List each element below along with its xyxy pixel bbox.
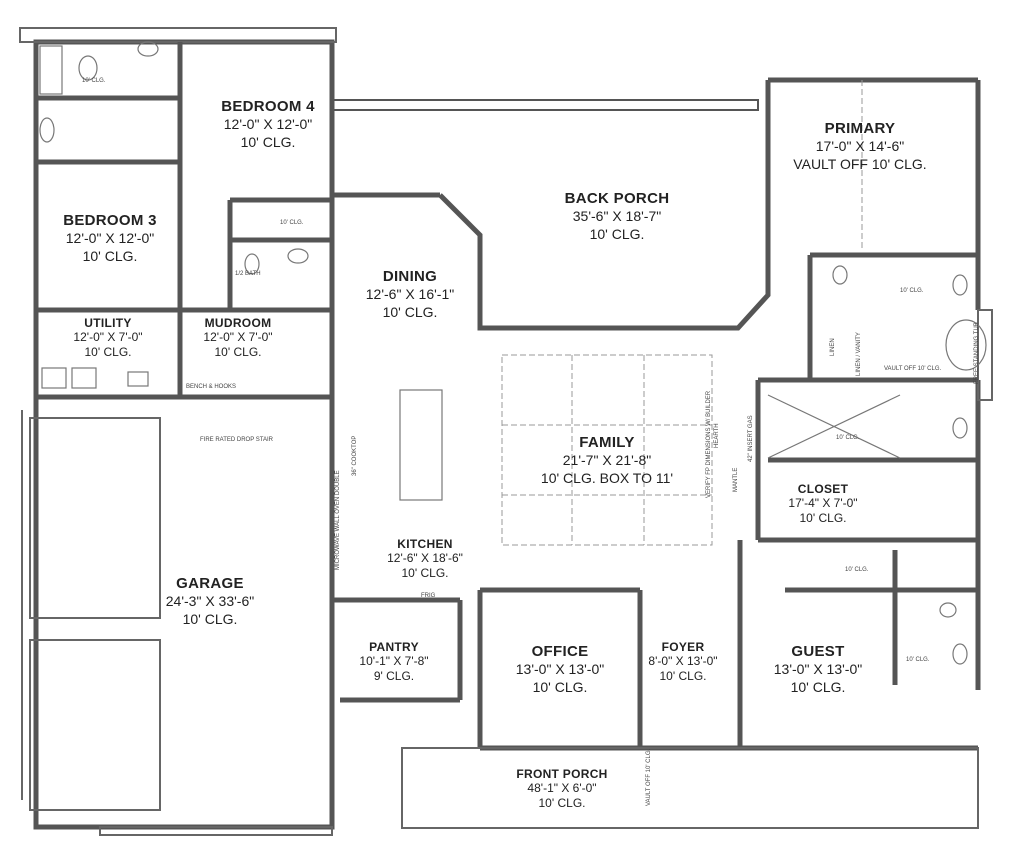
vault-note: VAULT OFF 10' CLG.	[884, 366, 942, 372]
room-ceiling: 10' CLG.	[382, 304, 438, 320]
room-ceiling: 10' CLG.	[659, 669, 707, 683]
hearth-note: HEARTH	[714, 423, 720, 448]
room-ceiling: 10' CLG.	[589, 226, 645, 242]
ceiling-note: 10' CLG.	[280, 220, 304, 226]
room-size: 12'-0" X 12'-0"	[223, 116, 313, 132]
porch-vault-note: VAULT OFF 10' CLG.	[646, 748, 652, 806]
room-name: BEDROOM 4	[221, 98, 315, 115]
room-ceiling: 10' CLG. BOX TO 11'	[540, 470, 674, 486]
room-name: BEDROOM 3	[63, 212, 157, 229]
room-name: PANTRY	[369, 640, 419, 654]
room-name: MUDROOM	[204, 316, 272, 330]
room-ceiling: 10' CLG.	[401, 566, 449, 580]
room-ceiling: 10' CLG.	[532, 679, 588, 695]
room-ceiling: 10' CLG.	[214, 345, 262, 359]
drop-stair-note: FIRE RATED DROP STAIR	[200, 437, 274, 443]
bench-note: BENCH & HOOKS	[186, 384, 237, 390]
frig-note: FRIG	[421, 593, 436, 599]
room-size: 17'-4" X 7'-0"	[788, 496, 858, 510]
room-size: 12'-0" X 12'-0"	[65, 230, 155, 246]
room-name: PRIMARY	[824, 120, 896, 137]
oven-note: MICROWAVE WALL OVEN DOUBLE	[335, 470, 341, 570]
room-name: GARAGE	[176, 575, 244, 592]
tub-note: FREE STANDING TUB	[974, 322, 980, 384]
room-size: 35'-6" X 18'-7"	[572, 208, 662, 224]
verify-note: VERIFY FP DIMENSIONS W/ BUILDER	[706, 390, 712, 498]
room-ceiling: 10' CLG.	[84, 345, 132, 359]
room-size: 13'-0" X 13'-0"	[515, 661, 605, 677]
room-name: FAMILY	[579, 434, 635, 451]
room-name: GUEST	[791, 643, 845, 660]
room-name: OFFICE	[531, 643, 589, 660]
room-ceiling: 10' CLG.	[82, 248, 138, 264]
room-name: BACK PORCH	[564, 190, 670, 207]
ceiling-note: 10' CLG.	[82, 78, 106, 84]
ceiling-note: 10' CLG.	[900, 288, 924, 294]
room-size: 21'-7" X 21'-8"	[562, 452, 652, 468]
room-size: 10'-1" X 7'-8"	[359, 654, 429, 668]
room-size: 8'-0" X 13'-0"	[648, 654, 718, 668]
room-ceiling: 10' CLG.	[240, 134, 296, 150]
room-ceiling: 10' CLG.	[538, 796, 586, 810]
room-name: KITCHEN	[397, 537, 453, 551]
room-name: FOYER	[661, 640, 705, 654]
ceiling-note: 10' CLG.	[836, 435, 860, 441]
room-size: 12'-0" X 7'-0"	[203, 330, 273, 344]
insert-note: 42" INSERT GAS	[748, 415, 754, 462]
room-size: 48'-1" X 6'-0"	[527, 781, 597, 795]
half-bath-note: 1/2 BATH	[235, 271, 261, 277]
room-size: 13'-0" X 13'-0"	[773, 661, 863, 677]
linen-note: LINEN	[830, 338, 836, 356]
room-name: DINING	[382, 268, 438, 285]
room-ceiling: VAULT OFF 10' CLG.	[793, 156, 927, 172]
room-ceiling: 10' CLG.	[182, 611, 238, 627]
ceiling-note: 10' CLG.	[906, 657, 930, 663]
mantle-note: MANTLE	[733, 467, 739, 492]
room-size: 17'-0" X 14'-6"	[815, 138, 905, 154]
room-size: 12'-6" X 16'-1"	[365, 286, 455, 302]
room-size: 12'-6" X 18'-6"	[387, 551, 463, 565]
room-name: UTILITY	[84, 316, 132, 330]
room-name: CLOSET	[797, 482, 849, 496]
room-ceiling: 10' CLG.	[799, 511, 847, 525]
room-ceiling: 10' CLG.	[790, 679, 846, 695]
cooktop-note: 36" COOKTOP	[352, 435, 358, 476]
room-size: 24'-3" X 33'-6"	[165, 593, 255, 609]
room-size: 12'-0" X 7'-0"	[73, 330, 143, 344]
ceiling-note: 10' CLG.	[845, 567, 869, 573]
linen-vanity-note: LINEN / VANITY	[856, 332, 862, 376]
room-ceiling: 9' CLG.	[373, 669, 415, 683]
room-name: FRONT PORCH	[516, 767, 608, 781]
